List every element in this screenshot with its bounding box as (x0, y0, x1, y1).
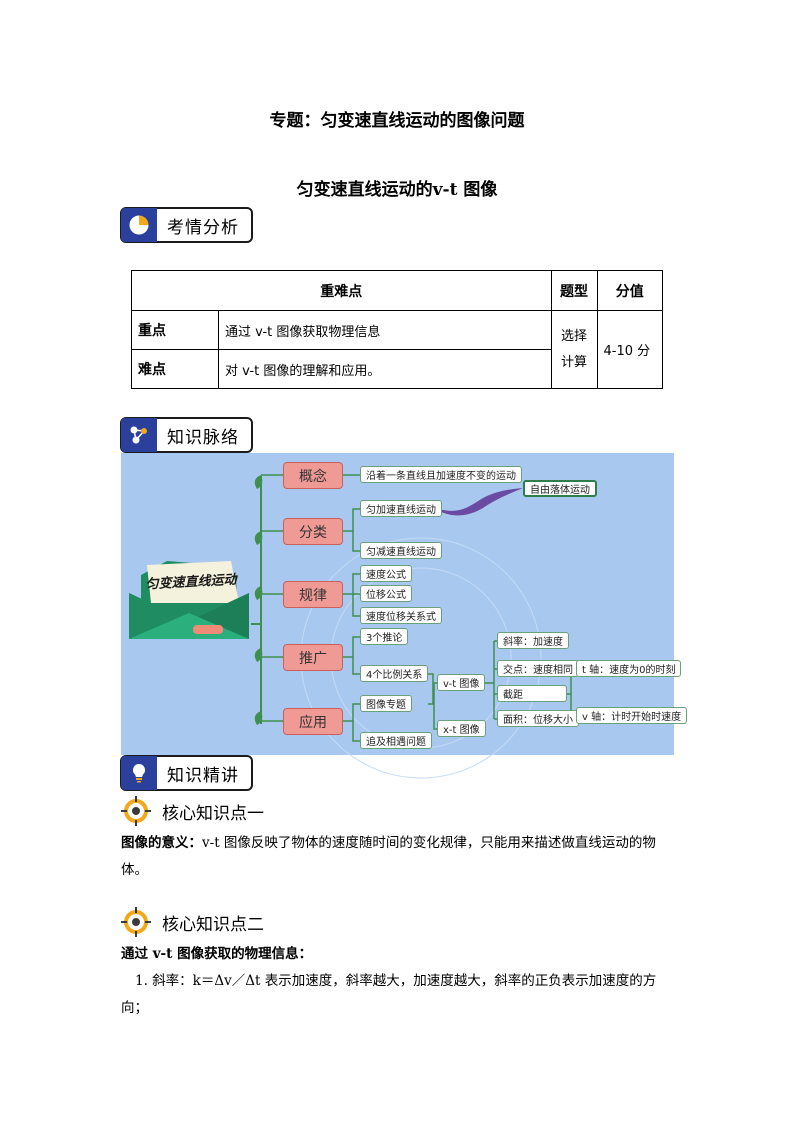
kp1-text-cont: 体。 (121, 862, 148, 878)
mind-map-leaf: 3个推论 (360, 628, 409, 645)
page-subtitle: 匀变速直线运动的v-t 图像 (296, 180, 498, 200)
kp2-term: 通过 v-t 图像获取的物理信息： (121, 946, 313, 962)
page-title: 专题：匀变速直线运动的图像问题 (269, 111, 525, 131)
target-icon (121, 907, 151, 937)
kp1-text: v-t 图像反映了物体的速度随时间的变化规律，只能用来描述做直线运动的物 (202, 835, 656, 851)
table-row-content: 对 v-t 图像的理解和应用。 (218, 349, 552, 389)
knowledge-point-title: 核心知识点二 (162, 914, 264, 935)
section-tag-network: 知识脉络 (120, 417, 253, 453)
knowledge-point-title: 核心知识点一 (162, 803, 264, 824)
table-header: 重难点 (131, 270, 552, 311)
mind-map-leaf: 斜率：加速度 (497, 632, 569, 649)
pie-chart-icon (121, 208, 157, 242)
mind-map-category: 应用 (283, 708, 343, 735)
table-row-label: 重点 (131, 310, 219, 350)
difficulty-table: 重难点 题型 分值 重点 通过 v-t 图像获取物理信息 选择 计算 4-10 … (131, 270, 664, 389)
mind-map-category: 概念 (283, 462, 343, 489)
mind-map-leaf: 追及相遇问题 (360, 732, 432, 749)
mind-map-leaf: 匀减速直线运动 (360, 542, 442, 559)
mind-map-category: 分类 (283, 518, 343, 545)
mind-map-graph: x-t 图像 (437, 720, 486, 737)
mind-map-leaf: 图像专题 (360, 695, 412, 712)
mind-map-leaf: 匀加速直线运动 (360, 500, 442, 517)
section-tag-label: 知识精讲 (167, 765, 239, 786)
mind-map-leaf: 速度位移关系式 (360, 607, 442, 624)
knowledge-point-heading: 核心知识点二 (120, 906, 264, 938)
kp1-term: 图像的意义： (121, 835, 202, 851)
mind-map-leaf: 位移公式 (360, 585, 412, 602)
table-header: 分值 (596, 270, 664, 311)
lightbulb-icon (121, 756, 157, 790)
mind-map-leaf-free-fall: 自由落体运动 (523, 480, 597, 497)
mind-map-leaf: 4个比例关系 (360, 665, 429, 682)
section-tag-label: 考情分析 (167, 217, 239, 238)
mind-map-leaf: 面积：位移大小 (497, 710, 579, 727)
mind-map-leaf: 速度公式 (360, 565, 412, 582)
mind-map-leaf: t 轴：速度为0的时刻 (576, 660, 682, 677)
mind-map-leaf: 沿着一条直线且加速度不变的运动 (360, 466, 522, 483)
kp1-paragraph: 图像的意义：v-t 图像反映了物体的速度随时间的变化规律，只能用来描述做直线运动… (121, 830, 676, 884)
mind-map-leaf: 交点：速度相同 (497, 660, 579, 677)
mind-map-leaf: v 轴：计时开始时速度 (576, 707, 688, 724)
section-tag-analysis: 考情分析 (120, 207, 253, 243)
table-score-cell: 4-10 分 (596, 310, 664, 389)
mind-map-graph: v-t 图像 (437, 674, 486, 691)
kp2-item-cont: 向； (121, 1000, 148, 1016)
table-row-content: 通过 v-t 图像获取物理信息 (218, 310, 552, 350)
kp2-item: 1. 斜率：k＝Δv／Δt 表示加速度，斜率越大，加速度越大，斜率的正负表示加速… (135, 973, 657, 989)
table-row-label: 难点 (131, 349, 219, 389)
section-tag-label: 知识脉络 (167, 427, 239, 448)
mind-map-category: 规律 (283, 581, 343, 608)
section-tag-lecture: 知识精讲 (120, 755, 253, 791)
mind-map-category: 推广 (283, 644, 343, 671)
table-header: 题型 (550, 270, 598, 311)
mind-map-leaf: 截距 (497, 685, 567, 702)
target-icon (121, 796, 151, 826)
mind-map: 匀变速直线运动 概念 分类 规律 推广 应用 沿着一条直线且加速度不变的运动 自… (121, 453, 688, 779)
type-line: 计算 (561, 354, 588, 370)
mind-map-connectors (129, 474, 576, 779)
kp2-paragraph: 通过 v-t 图像获取的物理信息： 1. 斜率：k＝Δv／Δt 表示加速度，斜率… (121, 941, 676, 1022)
knowledge-point-heading: 核心知识点一 (120, 795, 264, 827)
type-line: 选择 (561, 328, 588, 344)
table-type-cell: 选择 计算 (550, 310, 598, 389)
network-icon (121, 418, 157, 452)
